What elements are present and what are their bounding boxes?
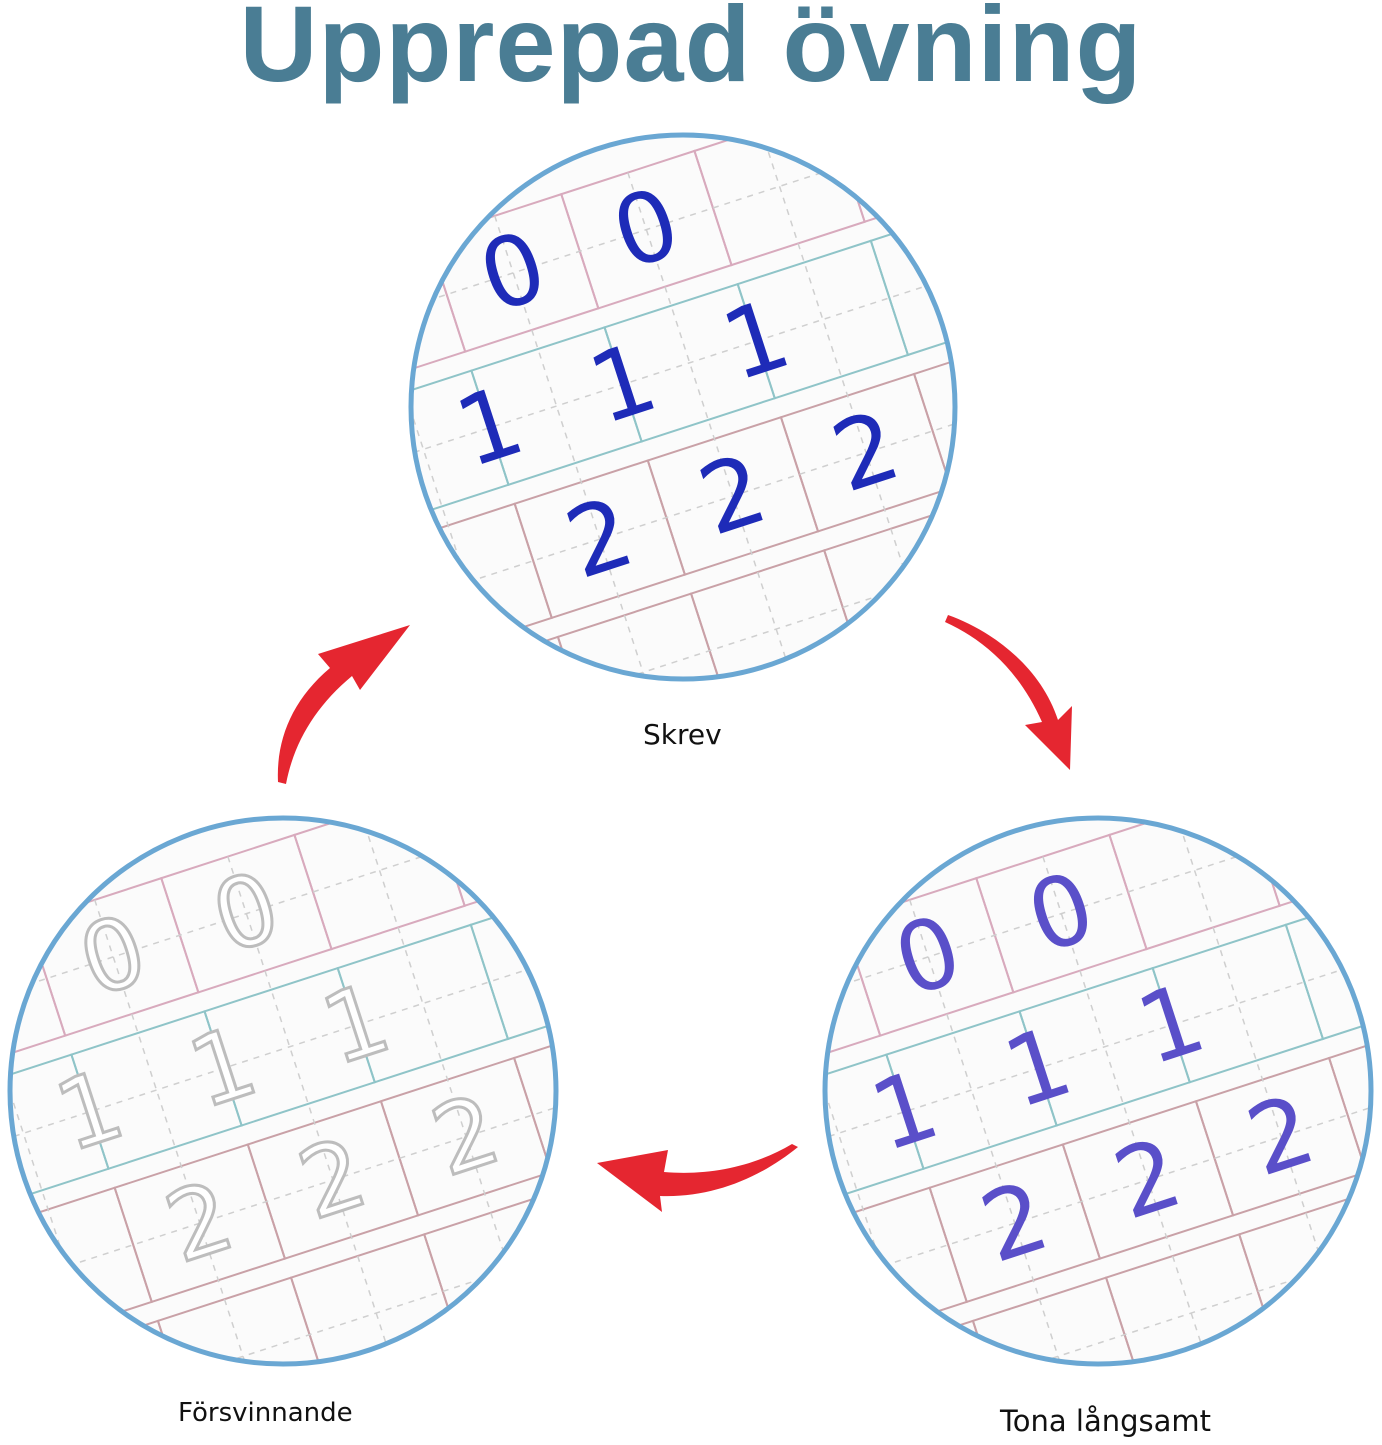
arrow-bottom-left-icon (597, 1144, 798, 1212)
page-title: Upprepad övning (239, 0, 1143, 104)
label-fading: Tona långsamt (1000, 1404, 1212, 1438)
digit-zero: 0 (333, 253, 426, 378)
fading-sample-circle: 0 0 0 1 1 1 2 2 2 (822, 815, 1374, 1367)
arrow-left-up-icon (277, 625, 410, 784)
arrow-top-right-icon (945, 615, 1072, 770)
written-sample-circle: 0 0 0 1 1 1 2 2 2 (333, 132, 958, 682)
label-disappearing: Försvinnande (178, 1398, 353, 1428)
label-written: Skrev (643, 718, 722, 751)
disappearing-sample-circle: 0 0 0 1 1 1 2 2 2 (7, 815, 559, 1367)
